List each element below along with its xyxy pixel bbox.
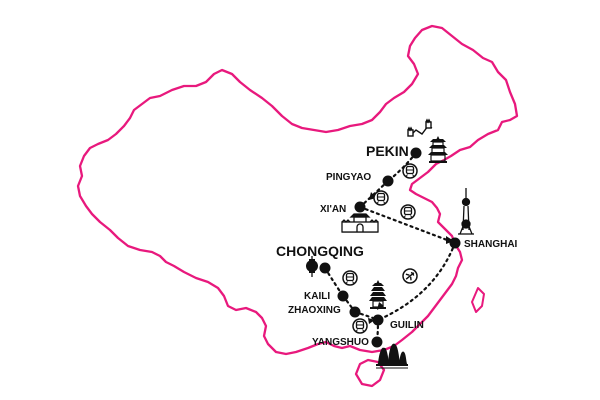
city-label-chongqing: CHONGQING [276,243,364,259]
train-icon [402,163,418,179]
route-shanghai-guilin [376,241,457,322]
train-icon [352,318,368,334]
city-label-pekin: PEKIN [366,143,409,159]
city-dot-zhaoxing[interactable] [349,306,361,318]
lantern-icon [306,256,318,277]
city-label-xian: XI'AN [320,204,346,215]
city-gate-icon [341,213,379,233]
city-dot-chongqing[interactable] [319,262,331,274]
city-dot-pekin[interactable] [410,147,422,159]
oriental-pearl-tower-icon [458,188,474,235]
train-icon [373,190,389,206]
train-icon [400,204,416,220]
city-dot-yangshuo[interactable] [371,336,383,348]
great-wall-icon [407,118,433,137]
karst-mountain-icon [376,343,408,369]
city-label-kaili: KAILI [304,291,330,302]
arrowhead-icon [446,236,454,244]
city-dots [319,147,461,348]
taiwan-border [471,287,485,313]
city-dot-kaili[interactable] [337,290,349,302]
city-dot-guilin[interactable] [372,314,384,326]
city-label-guilin: GUILIN [390,320,424,331]
train-icon [342,270,358,286]
city-dot-pingyao[interactable] [382,175,394,187]
plane-icon [402,268,418,284]
city-dot-shanghai[interactable] [449,237,461,249]
china-border [76,24,519,356]
city-label-zhaoxing: ZHAOXING [288,305,341,316]
pagoda-icon [369,280,387,309]
route-xian-shanghai [358,205,457,245]
city-label-shanghai: SHANGHAI [464,239,518,250]
city-label-pingyao: PINGYAO [326,172,371,183]
pagoda-icon [428,136,448,163]
city-dot-xian[interactable] [354,201,366,213]
hainan-border [354,358,386,388]
city-label-yangshuo: YANGSHUO [312,337,369,348]
